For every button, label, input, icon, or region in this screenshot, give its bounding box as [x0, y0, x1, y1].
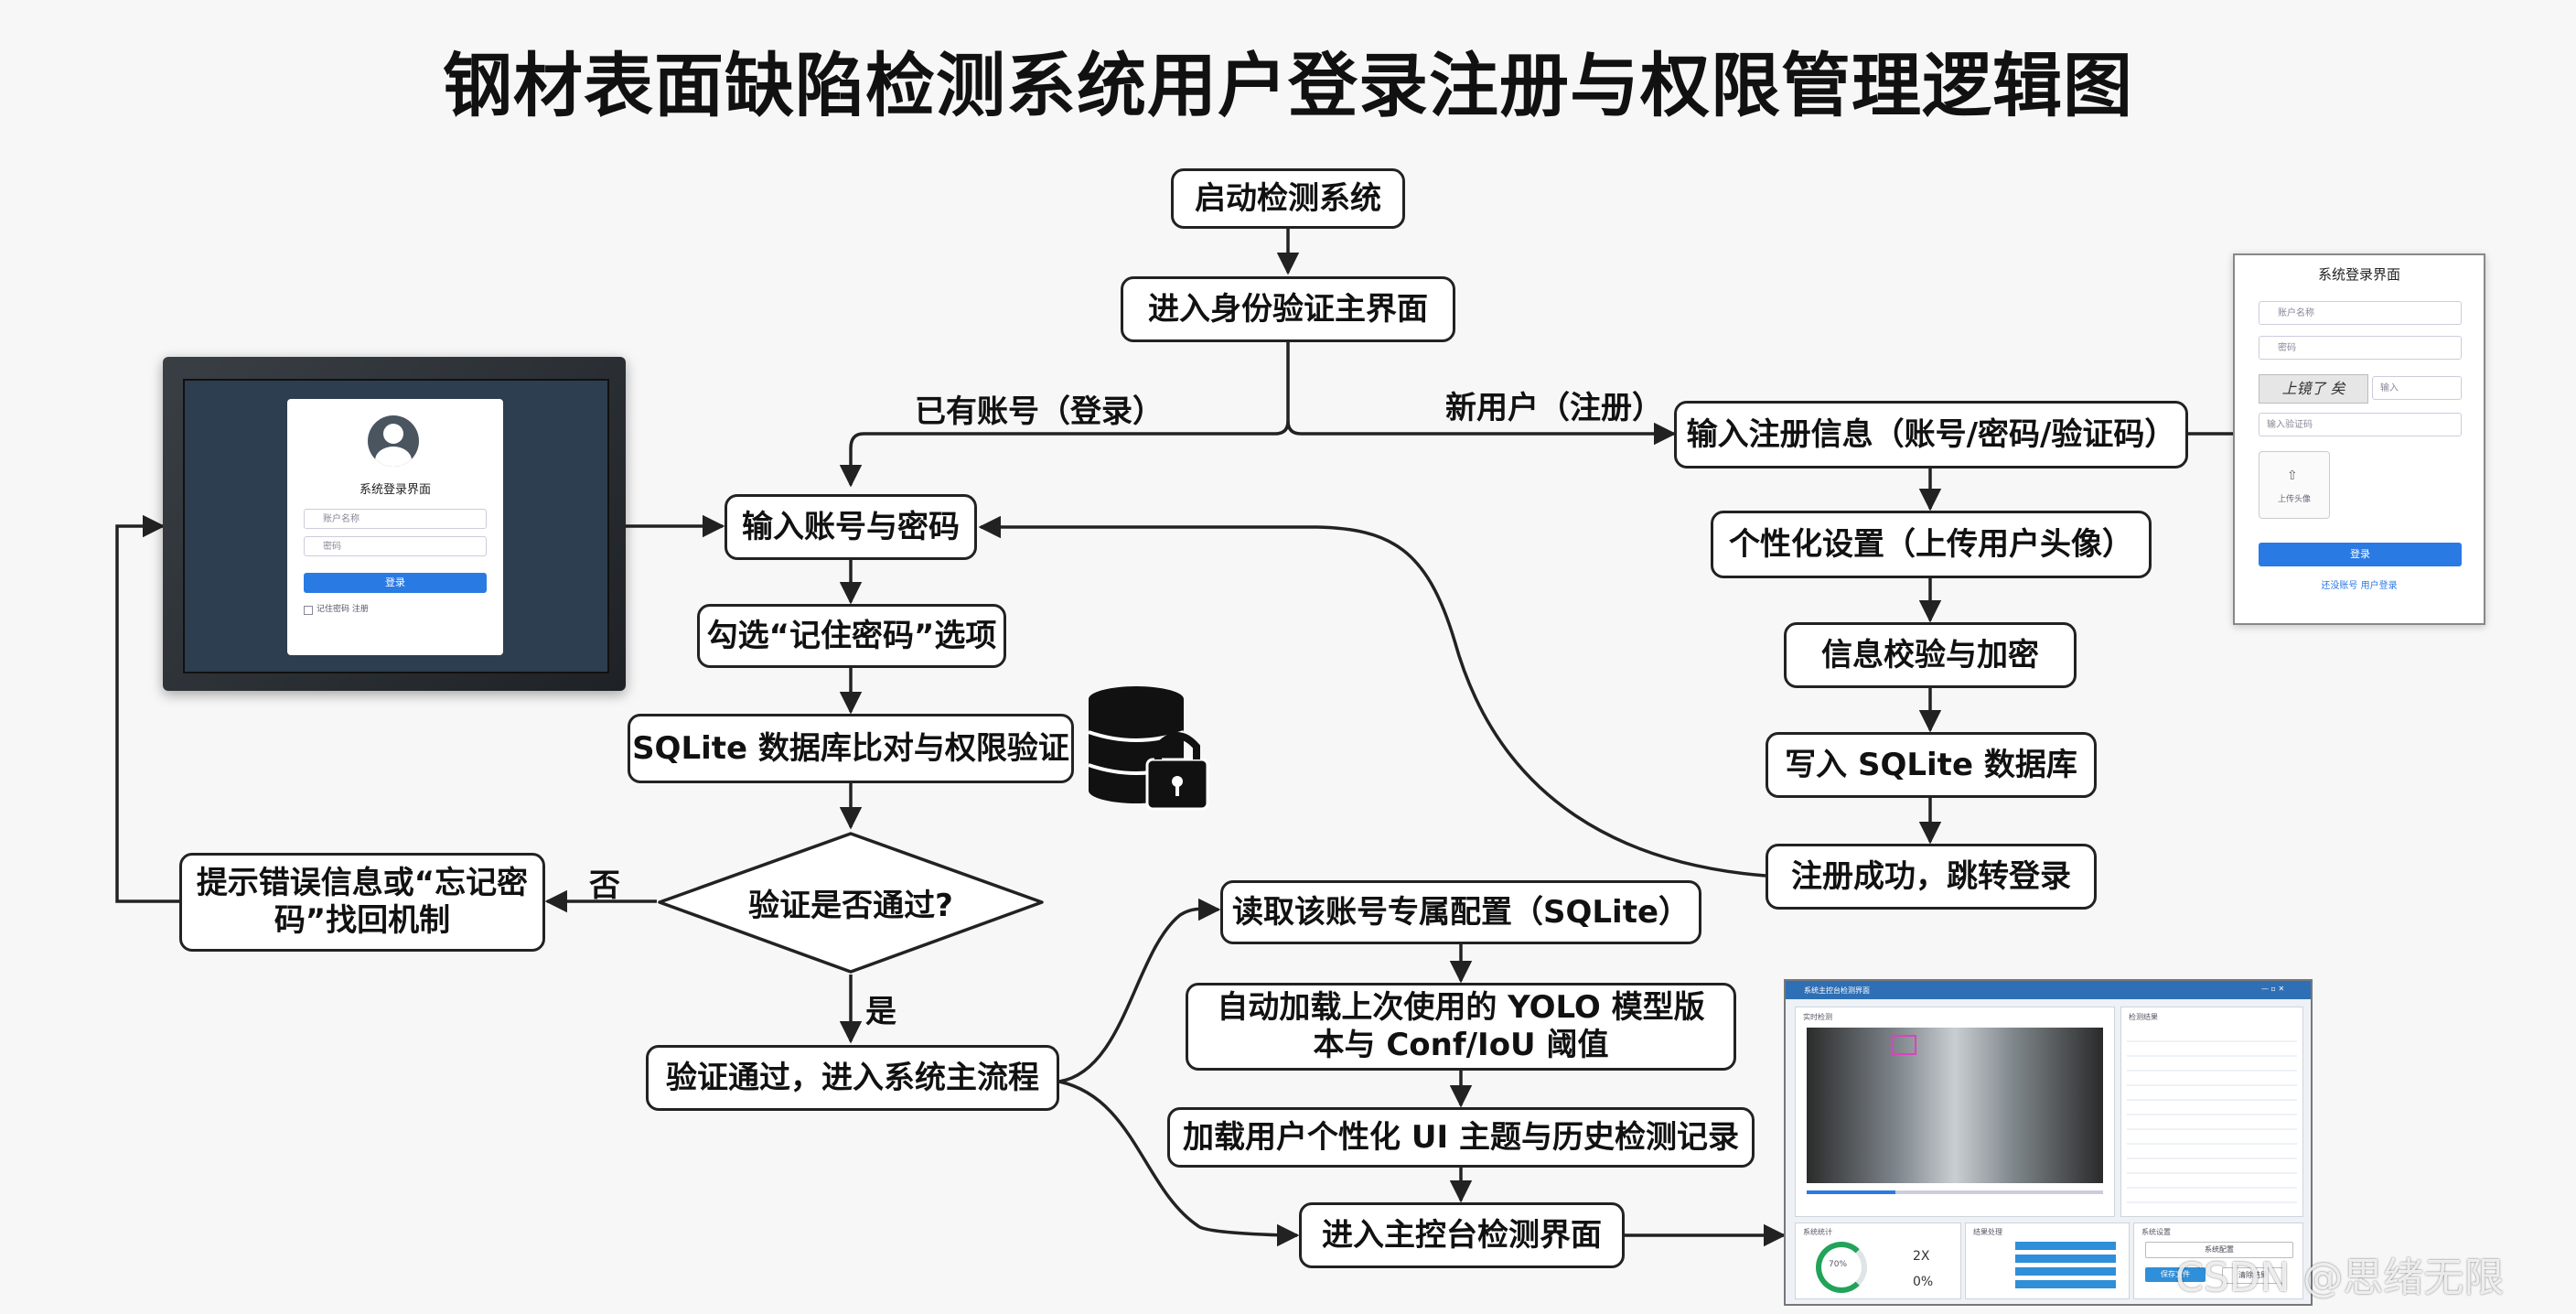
upload-label: 上传头像 — [2277, 495, 2311, 504]
node-register-success: 注册成功，跳转登录 — [1766, 844, 2097, 910]
node-load-ui: 加载用户个性化 UI 主题与历史检测记录 — [1167, 1107, 1755, 1168]
register-password-input[interactable]: 密码 — [2259, 336, 2462, 360]
save-file-button[interactable]: 保存文件 — [2145, 1267, 2206, 1282]
register-footer-link[interactable]: 还没账号 用户登录 — [2321, 581, 2398, 591]
edge-main-console — [1058, 1080, 1300, 1247]
node-start: 启动检测系统 — [1171, 168, 1405, 229]
gauge-value: 70% — [1829, 1260, 1848, 1269]
history-panel-title: 检测结果 — [2129, 1013, 2158, 1021]
ops-panel: 结果处理 — [1965, 1222, 2130, 1299]
upload-icon: ⇧ — [2287, 469, 2298, 483]
sys-panel-title: 系统设置 — [2141, 1228, 2171, 1236]
decision-shape — [658, 832, 1044, 974]
captcha-input[interactable]: 输入 — [2372, 376, 2462, 400]
edge-auth-register — [1286, 420, 1677, 446]
register-panel-mockup: 系统登录界面 账户名称 密码 上镜了 矣 输入 输入验证码 ⇧ 上传头像 登录 … — [2233, 253, 2485, 625]
node-sqlite-verify: SQLite 数据库比对与权限验证 — [628, 714, 1074, 783]
error-value: 0% — [1913, 1275, 1934, 1289]
video-frame — [1807, 1028, 2103, 1183]
node-enter-console: 进入主控台检测界面 — [1299, 1202, 1625, 1268]
remember-label: 记住密码 注册 — [317, 605, 369, 614]
node-error-info: 提示错误信息或“忘记密码”找回机制 — [179, 853, 545, 952]
login-window-mockup: 系统登录界面 账户名称 密码 登录 记住密码 注册 — [163, 357, 626, 691]
remember-checkbox[interactable] — [304, 606, 313, 615]
node-remember-password: 勾选“记住密码”选项 — [697, 604, 1006, 668]
clear-results-button[interactable]: 清除结果 — [2222, 1267, 2284, 1284]
node-read-config: 读取该账号专属配置（SQLite） — [1220, 880, 1701, 944]
video-panel: 实时检测 — [1795, 1007, 2115, 1217]
edge-main-read — [1058, 898, 1221, 1083]
defect-box — [1891, 1035, 1916, 1055]
login-password-input[interactable]: 密码 — [304, 536, 487, 556]
register-panel-title: 系统登录界面 — [2317, 266, 2400, 283]
edge-label-existing: 已有账号（登录） — [915, 393, 1164, 430]
diagram-title: 钢材表面缺陷检测系统用户登录注册与权限管理逻辑图 — [443, 45, 2133, 126]
sys-panel: 系统设置 系统配置 保存文件 清除结果 — [2133, 1222, 2303, 1299]
window-controls-icon[interactable]: — ▫ ✕ — [2261, 985, 2285, 993]
stats-panel-title: 系统统计 — [1803, 1228, 1832, 1236]
gauge-ring — [1816, 1242, 1867, 1293]
decision-verify-passed: 验证是否通过? — [657, 831, 1045, 975]
edge-label-no: 否 — [589, 867, 620, 904]
node-auto-load: 自动加载上次使用的 YOLO 模型版本与 Conf/IoU 阈值 — [1186, 983, 1736, 1071]
edge-success-back — [978, 515, 1766, 878]
history-panel: 检测结果 — [2120, 1007, 2303, 1217]
video-progress-bar[interactable] — [1807, 1190, 2103, 1194]
login-card: 系统登录界面 账户名称 密码 登录 记住密码 注册 — [287, 399, 503, 655]
speed-value: 2X — [1913, 1249, 1930, 1264]
watermark: CSDN @思绪无限 — [2175, 1255, 2505, 1301]
captcha-image: 上镜了 矣 — [2259, 374, 2368, 404]
verification-code-input[interactable]: 输入验证码 — [2259, 413, 2462, 436]
config-button[interactable]: 系统配置 — [2145, 1242, 2293, 1258]
console-title: 系统主控台检测界面 — [1804, 986, 1870, 995]
database-lock-icon — [1088, 686, 1209, 811]
node-register-input: 输入注册信息（账号/密码/验证码） — [1674, 401, 2188, 469]
history-table — [2127, 1028, 2297, 1211]
register-username-input[interactable]: 账户名称 — [2259, 301, 2462, 325]
ops-panel-title: 结果处理 — [1973, 1228, 2002, 1236]
console-mockup: 系统主控台检测界面 — ▫ ✕ 实时检测 检测结果 系统统计 70% 2X 0%… — [1784, 979, 2313, 1306]
node-personalize: 个性化设置（上传用户头像） — [1711, 511, 2152, 578]
ops-buttons[interactable] — [2015, 1242, 2116, 1293]
node-main-flow: 验证通过，进入系统主流程 — [646, 1045, 1059, 1111]
video-panel-title: 实时检测 — [1803, 1013, 1832, 1021]
node-auth-main: 进入身份验证主界面 — [1121, 276, 1455, 342]
login-submit-button[interactable]: 登录 — [304, 573, 487, 593]
node-check-encrypt: 信息校验与加密 — [1784, 622, 2077, 688]
decision-label: 验证是否通过? — [748, 888, 953, 924]
console-titlebar: 系统主控台检测界面 — ▫ ✕ — [1786, 981, 2311, 999]
node-write-db: 写入 SQLite 数据库 — [1766, 732, 2097, 798]
login-screen: 系统登录界面 账户名称 密码 登录 记住密码 注册 — [183, 379, 609, 673]
edge-label-yes: 是 — [865, 994, 896, 1030]
login-card-title: 系统登录界面 — [359, 483, 431, 497]
avatar-upload-box[interactable]: ⇧ 上传头像 — [2259, 451, 2330, 519]
edge-label-new-user: 新用户（注册） — [1445, 390, 1663, 426]
node-input-account: 输入账号与密码 — [724, 494, 977, 560]
avatar-icon — [368, 415, 419, 467]
register-submit-button[interactable]: 登录 — [2259, 543, 2462, 566]
login-username-input[interactable]: 账户名称 — [304, 509, 487, 529]
stats-panel: 系统统计 70% 2X 0% — [1795, 1222, 1961, 1299]
edge-error-back — [115, 514, 179, 903]
